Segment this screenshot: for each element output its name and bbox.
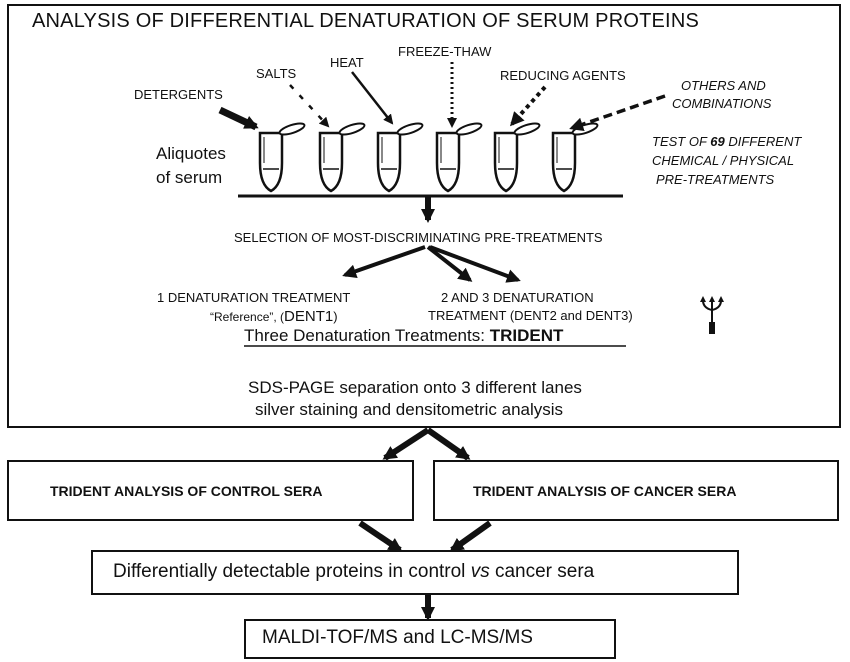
label-detergents: DETERGENTS — [134, 87, 223, 102]
trident-caption-text: Three Denaturation Treatments: — [244, 326, 490, 345]
treatment1-code: DENT1 — [284, 308, 334, 325]
label-aliquots-line2: of serum — [156, 168, 223, 187]
agent-arrows — [218, 62, 666, 132]
diagram-title: ANALYSIS OF DIFFERENTIAL DENATURATION OF… — [32, 10, 699, 32]
control-sera-label: TRIDENT ANALYSIS OF CONTROL SERA — [50, 483, 323, 499]
label-others-line2: COMBINATIONS — [672, 96, 772, 111]
treatment1-line1: 1 DENATURATION TREATMENT — [157, 290, 351, 305]
test-count: 69 — [710, 134, 725, 149]
trident-caption-name: TRIDENT — [489, 326, 564, 345]
test-note-line2: CHEMICAL / PHYSICAL — [652, 153, 795, 168]
arrow-control-to-differential — [358, 520, 403, 553]
differential-suffix: cancer sera — [489, 561, 595, 582]
test-note-prefix: TEST OF — [652, 134, 711, 149]
differential-prefix: Differentially detectable proteins in co… — [113, 561, 471, 582]
label-aliquots-line1: Aliquotes — [156, 144, 226, 163]
arrow-to-treatment2 — [426, 245, 473, 282]
cancer-sera-label: TRIDENT ANALYSIS OF CANCER SERA — [473, 483, 737, 499]
selection-label: SELECTION OF MOST-DISCRIMINATING PRE-TRE… — [234, 230, 603, 245]
eppendorf-tube-icon — [435, 119, 484, 193]
final-analysis-box — [244, 619, 616, 659]
treatment23-line2: TREATMENT (DENT2 and DENT3) — [428, 308, 633, 323]
trident-caption: Three Denaturation Treatments: TRIDENT — [244, 326, 563, 346]
cancer-sera-box — [433, 460, 839, 521]
eppendorf-tube-icon — [493, 119, 542, 193]
label-reducing-agents: REDUCING AGENTS — [500, 68, 626, 83]
final-analysis-label: MALDI-TOF/MS and LC-MS/MS — [262, 627, 533, 648]
test-note-line3: PRE-TREATMENTS — [656, 172, 775, 187]
test-note-line1: TEST OF 69 DIFFERENT — [652, 134, 801, 149]
treatment1-line2: “Reference”, (DENT1) — [210, 308, 338, 325]
eppendorf-tube-icon — [258, 119, 307, 193]
eppendorf-tube-icon — [376, 119, 425, 193]
treatment1-reference: “Reference”, ( — [210, 310, 285, 324]
arrow-to-treatment3 — [429, 245, 521, 283]
differential-proteins-box — [91, 550, 739, 595]
differential-vs: vs — [470, 561, 490, 582]
eppendorf-tube-icon — [551, 119, 600, 193]
label-heat: HEAT — [330, 55, 364, 70]
label-others-line1: OTHERS AND — [681, 78, 766, 93]
trident-icon — [699, 295, 725, 335]
eppendorf-tube-icon — [318, 119, 367, 193]
differential-proteins-label: Differentially detectable proteins in co… — [113, 561, 594, 583]
treatment23-line1: 2 AND 3 DENATURATION — [441, 290, 594, 305]
sds-line1: SDS-PAGE separation onto 3 different lan… — [248, 378, 582, 397]
control-sera-box — [7, 460, 414, 521]
arrow-cancer-to-differential — [449, 520, 492, 553]
label-freeze-thaw: FREEZE-THAW — [398, 44, 492, 59]
arrow-to-cancer-box — [426, 427, 471, 461]
sds-line2: silver staining and densitometric analys… — [255, 400, 564, 419]
arrow-to-treatment1 — [342, 245, 426, 278]
label-salts: SALTS — [256, 66, 297, 81]
treatment1-close: ) — [333, 309, 338, 324]
arrow-to-control-box — [382, 427, 430, 461]
test-note-suffix: DIFFERENT — [724, 134, 802, 149]
